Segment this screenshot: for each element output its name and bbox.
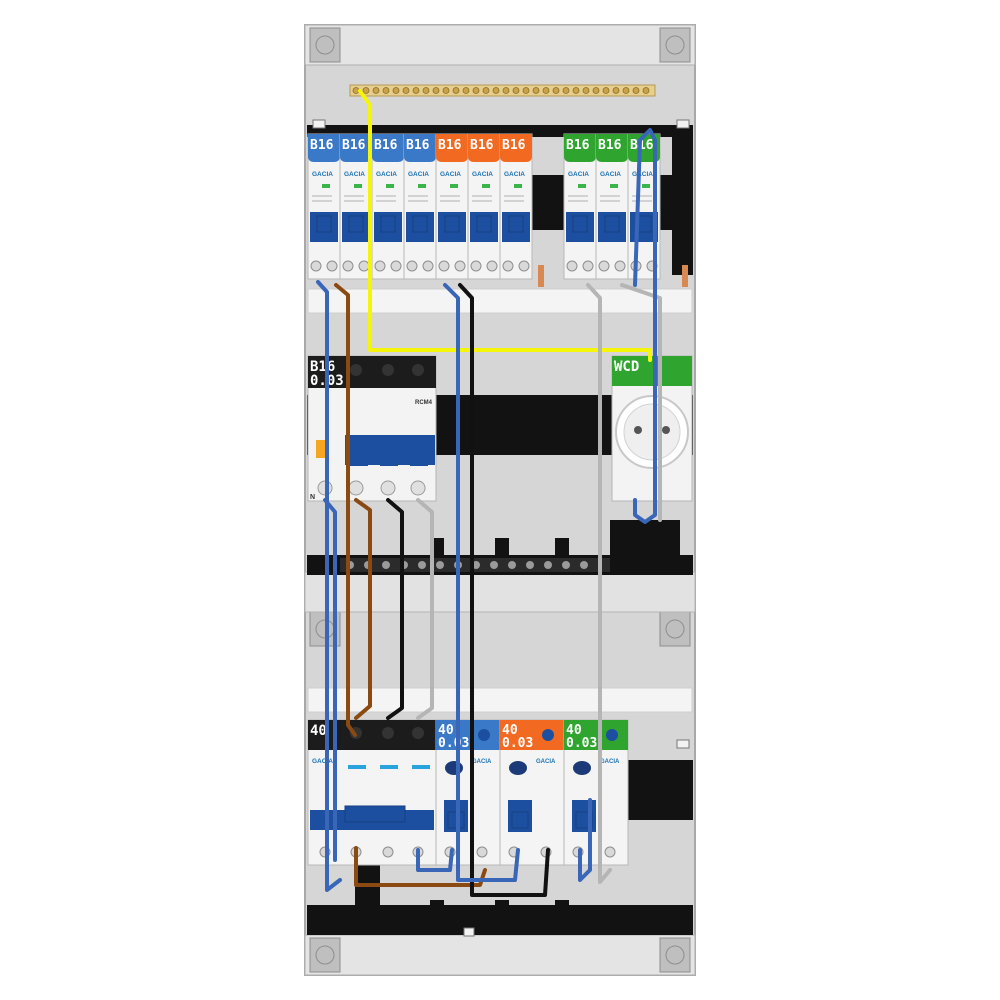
rcd-label-line2: 0.03 <box>438 736 469 751</box>
breaker-brand: GACIA <box>408 171 429 178</box>
rcbo-module-name: RCM4 <box>415 400 433 406</box>
breaker-lever[interactable] <box>444 215 460 233</box>
breaker-brand: GACIA <box>568 171 589 178</box>
main-switch-lever[interactable] <box>344 805 406 823</box>
breaker-brand: GACIA <box>344 171 365 178</box>
earth-busbar-screws <box>352 87 650 94</box>
breaker-lever[interactable] <box>508 215 524 233</box>
breaker-label: B16 <box>630 138 654 153</box>
breaker-label: B16 <box>342 138 366 153</box>
socket-label: WCD <box>614 359 639 375</box>
neutral-wire <box>316 280 342 892</box>
rcbo-lever[interactable] <box>350 438 368 466</box>
rcd-test-button[interactable] <box>445 761 463 775</box>
earth-wire <box>358 89 652 362</box>
rcd-label-line2: 0.03 <box>502 736 533 751</box>
middle-cover <box>304 571 696 613</box>
terminal-n-label: N <box>310 494 315 501</box>
breaker-brand: GACIA <box>472 171 493 178</box>
rcd-label-line1: 40 <box>566 723 582 738</box>
socket-module: WCD <box>611 355 693 502</box>
phase3-wire <box>416 498 434 720</box>
earth-busbar <box>349 84 656 97</box>
breaker-brand: GACIA <box>440 171 461 178</box>
breaker-label: B16 <box>310 138 334 153</box>
rcd-test-button[interactable] <box>509 761 527 775</box>
rcd-label-line1: 40 <box>438 723 454 738</box>
breaker-brand: GACIA <box>312 171 333 178</box>
breaker-brand: GACIA <box>376 171 397 178</box>
breaker-label: B16 <box>598 138 622 153</box>
rcd-brand: GACIA <box>536 759 556 765</box>
breaker-label: B16 <box>438 138 462 153</box>
rcd-test-button[interactable] <box>573 761 591 775</box>
main-switch-brand: GACIA <box>312 758 333 765</box>
breaker-lever[interactable] <box>476 215 492 233</box>
breaker-lever[interactable] <box>348 215 364 233</box>
rail-clips <box>312 119 690 937</box>
rcd-lever[interactable] <box>511 811 529 829</box>
breaker-label: B16 <box>566 138 590 153</box>
breaker-label: B16 <box>470 138 494 153</box>
rcbo-module: B16 0.03 RCM4 N <box>307 355 437 502</box>
breaker-lever[interactable] <box>380 215 396 233</box>
breaker-lever[interactable] <box>572 215 588 233</box>
rcd-brand: GACIA <box>472 759 492 765</box>
phase2-wire <box>386 498 404 720</box>
wiring <box>316 89 662 897</box>
breaker-label: B16 <box>374 138 398 153</box>
breaker-lever[interactable] <box>412 215 428 233</box>
breaker-label: B16 <box>502 138 526 153</box>
rcd-label-line1: 40 <box>502 723 518 738</box>
top-comb-busbar <box>307 288 693 314</box>
rcd-label-line2: 0.03 <box>566 736 597 751</box>
breaker-label: B16 <box>406 138 430 153</box>
breaker-lever[interactable] <box>316 215 332 233</box>
main-switch-label: 40 <box>310 723 327 739</box>
enclosure-top-cover <box>304 24 696 66</box>
breaker-brand: GACIA <box>632 171 653 178</box>
breaker-lever[interactable] <box>604 215 620 233</box>
enclosure-bottom-cover <box>304 934 696 976</box>
breaker-brand: GACIA <box>504 171 525 178</box>
rcd-brand: GACIA <box>600 759 620 765</box>
breaker-brand: GACIA <box>600 171 621 178</box>
phase1-wire <box>334 283 357 737</box>
rcbo-top-screws <box>350 364 424 376</box>
